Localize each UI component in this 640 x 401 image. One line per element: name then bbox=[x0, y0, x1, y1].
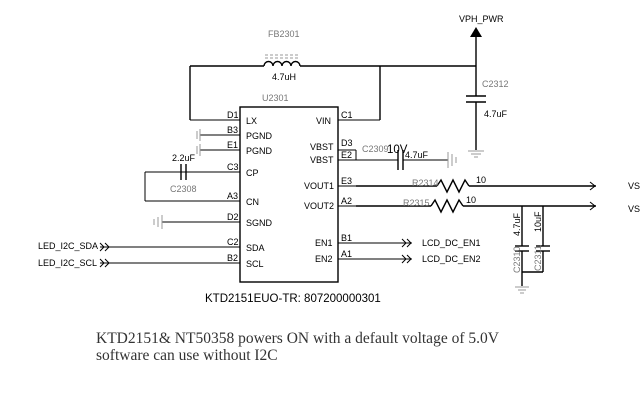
pin-name-vout2: VOUT2 bbox=[304, 201, 334, 211]
c2308-capacitor bbox=[144, 164, 222, 202]
pin-num-d1: D1 bbox=[227, 110, 239, 120]
vph-pwr-symbol bbox=[470, 27, 482, 66]
pin-name-sgnd: SGND bbox=[246, 218, 273, 228]
pin-num-c3: C3 bbox=[227, 162, 239, 172]
pin-num-c1: C1 bbox=[341, 110, 353, 120]
c2309-voltage: 10V bbox=[387, 144, 408, 156]
pin-num-e2: E2 bbox=[341, 150, 352, 160]
scl-net-label: LED_I2C_SCL bbox=[38, 258, 97, 268]
pin-name-cn: CN bbox=[246, 197, 259, 207]
scl-net bbox=[99, 258, 222, 268]
vs-net-label-1: VS bbox=[628, 181, 640, 191]
pgnd-ground-2 bbox=[196, 144, 222, 156]
pin-name-lx: LX bbox=[246, 116, 257, 126]
c2308-label: C2308 bbox=[170, 184, 197, 194]
c2309-value: 4.7uF bbox=[405, 150, 429, 160]
r2315-value: 10 bbox=[466, 195, 476, 205]
c2312-value: 4.7uF bbox=[484, 109, 508, 119]
pin-num-b3: B3 bbox=[227, 125, 238, 135]
vs-net-label-2: VS bbox=[628, 204, 640, 214]
r2315-label: R2315 bbox=[403, 198, 430, 208]
c2312-label: C2312 bbox=[482, 79, 509, 89]
pin-name-vbst-2: VBST bbox=[310, 155, 334, 165]
c2312-capacitor bbox=[466, 66, 486, 158]
fb2301-value: 4.7uH bbox=[272, 72, 296, 82]
vph-pwr-label: VPH_PWR bbox=[459, 14, 504, 24]
pin-num-e3: E3 bbox=[341, 176, 352, 186]
pin-name-sda: SDA bbox=[246, 243, 265, 253]
ic-ref-label: U2301 bbox=[262, 93, 289, 103]
pin-name-vin: VIN bbox=[316, 116, 331, 126]
sda-net-label: LED_I2C_SDA bbox=[38, 241, 98, 251]
pin-name-scl: SCL bbox=[246, 259, 264, 269]
ic-left-pins bbox=[190, 119, 240, 264]
c2309-label: C2309 bbox=[362, 144, 389, 154]
r2314-value: 10 bbox=[476, 175, 486, 185]
sgnd-ground bbox=[153, 215, 222, 229]
note-line-1: KTD2151& NT50358 powers ON with a defaul… bbox=[96, 330, 500, 347]
en1-net-label: LCD_DC_EN1 bbox=[422, 238, 481, 248]
c2310-c2311-capacitors bbox=[515, 206, 550, 294]
r2314-resistor bbox=[356, 178, 596, 194]
pin-name-vout1: VOUT1 bbox=[304, 181, 334, 191]
pin-num-a1: A1 bbox=[341, 249, 352, 259]
c2311-value: 10uF bbox=[533, 211, 543, 232]
note-line-2: software can use without I2C bbox=[96, 347, 278, 364]
pin-name-en1: EN1 bbox=[315, 238, 333, 248]
fb2301-inductor bbox=[190, 54, 476, 67]
ic-u2301-body bbox=[239, 106, 339, 283]
pin-name-vbst-1: VBST bbox=[310, 142, 334, 152]
en2-net bbox=[356, 254, 412, 264]
c2310-value: 4.7uF bbox=[512, 212, 522, 236]
c2311-label: C2311 bbox=[533, 245, 543, 271]
pin-name-pgnd-1: PGND bbox=[246, 131, 273, 141]
c2308-value: 2.2uF bbox=[172, 153, 196, 163]
pin-name-cp: CP bbox=[246, 168, 259, 178]
fb2301-label: FB2301 bbox=[268, 29, 300, 39]
sda-net bbox=[99, 242, 222, 252]
ic-part-number: KTD2151EUO-TR: 807200000301 bbox=[205, 293, 381, 305]
pin-num-b2: B2 bbox=[227, 253, 238, 263]
ic-right-pins bbox=[338, 119, 380, 260]
c2309-capacitor bbox=[355, 150, 457, 170]
pin-name-en2: EN2 bbox=[315, 254, 333, 264]
r2315-resistor bbox=[356, 198, 596, 214]
pin-name-pgnd-2: PGND bbox=[246, 146, 273, 156]
pin-num-d3: D3 bbox=[341, 138, 353, 148]
en1-net bbox=[356, 238, 412, 248]
pin-num-d2: D2 bbox=[227, 212, 239, 222]
pin-num-b1: B1 bbox=[341, 233, 352, 243]
pin-num-c2: C2 bbox=[227, 237, 239, 247]
pin-num-a3: A3 bbox=[227, 191, 238, 201]
pgnd-ground-1 bbox=[196, 129, 222, 141]
r2314-label: R2314 bbox=[412, 178, 439, 188]
pin-num-e1: E1 bbox=[227, 140, 238, 150]
pin-num-a2: A2 bbox=[341, 196, 352, 206]
en2-net-label: LCD_DC_EN2 bbox=[422, 254, 481, 264]
c2310-label: C2310 bbox=[512, 246, 522, 273]
